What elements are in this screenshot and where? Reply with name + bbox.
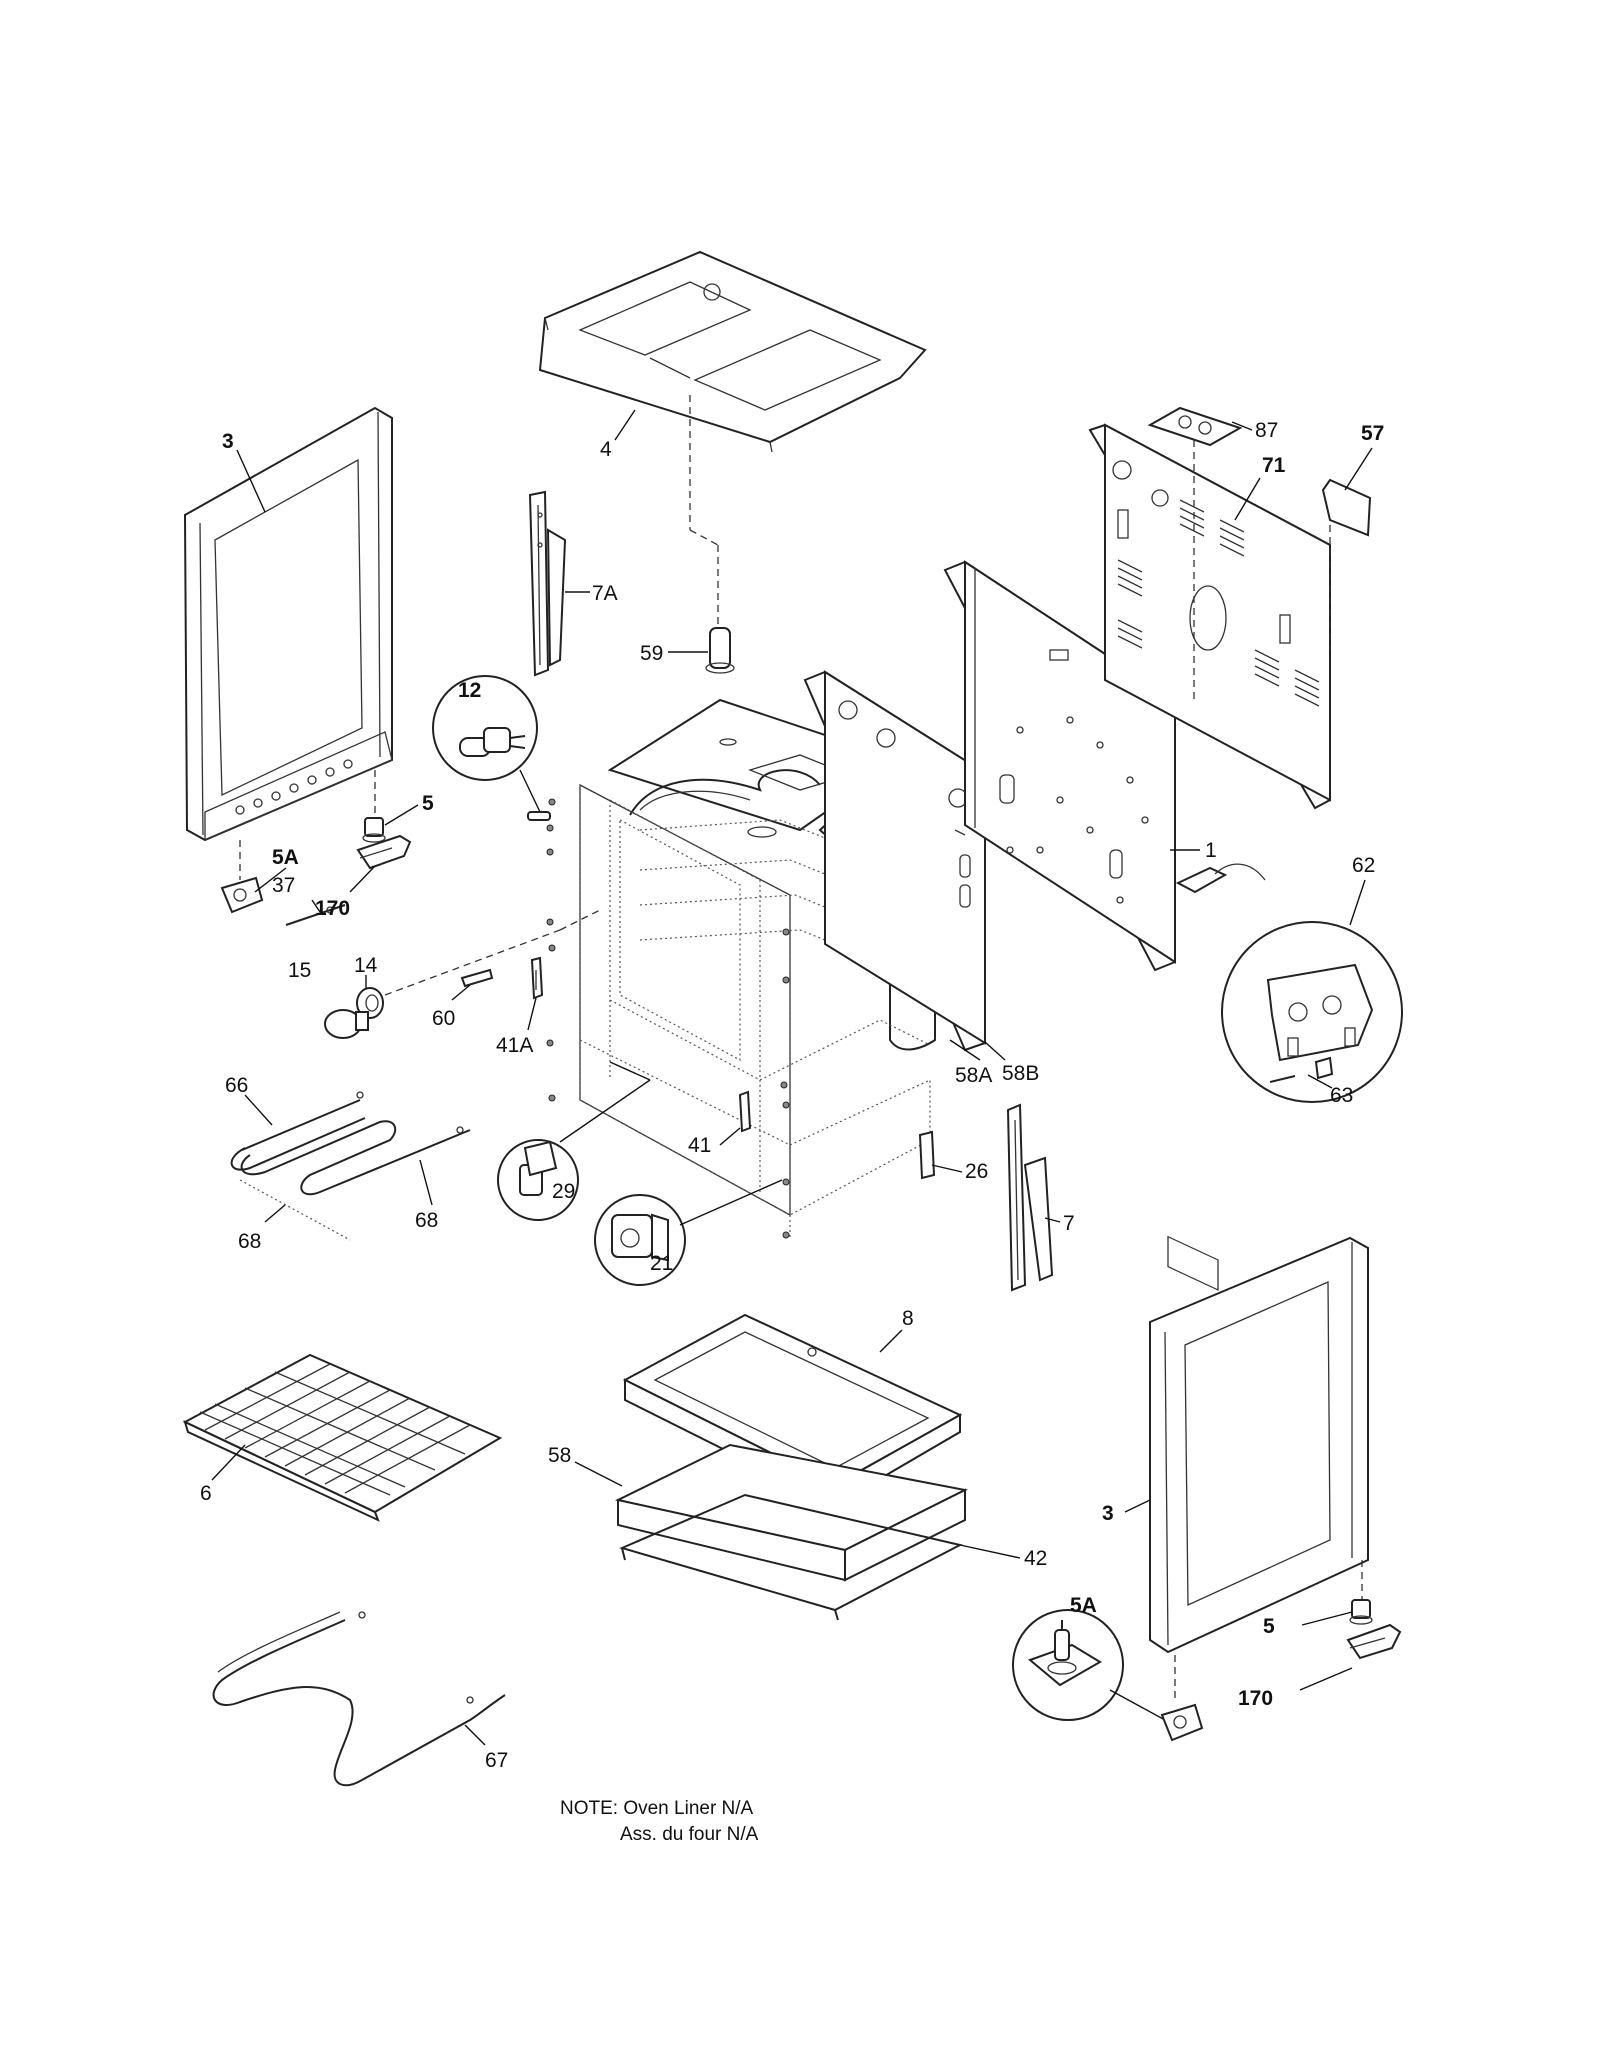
- callout-label: 5A: [1070, 1594, 1097, 1617]
- callout-label: 41: [688, 1134, 711, 1157]
- callout-label: 12: [458, 679, 481, 702]
- callout-label: 62: [1352, 854, 1375, 877]
- callout-label: 41A: [496, 1034, 533, 1057]
- bracket-41-part: [738, 1090, 752, 1133]
- bake-element-part: [230, 1091, 471, 1196]
- callout-label: 5: [1263, 1615, 1275, 1638]
- callout-label: 63: [1330, 1084, 1353, 1107]
- drawer-insulation-part: [614, 1443, 969, 1582]
- callout-label: 8: [902, 1307, 914, 1330]
- leveler-right-part: [1349, 1599, 1373, 1625]
- detail-circle-12: [432, 675, 538, 781]
- callout-label: 59: [640, 642, 663, 665]
- callout-label: 37: [272, 874, 295, 897]
- terminal-block-part: [1175, 863, 1266, 894]
- rear-cover-part: [1088, 423, 1331, 1291]
- leg-bracket-part: [220, 876, 264, 914]
- callout-label: 14: [354, 954, 378, 977]
- callout-label: 57: [1361, 422, 1384, 445]
- callout-label: 4: [600, 438, 612, 461]
- rack-support-right-part: [1006, 1103, 1054, 1292]
- callout-label: 58A: [955, 1064, 992, 1087]
- detail-circle-62: [1221, 921, 1403, 1103]
- callout-label: 170: [315, 897, 350, 920]
- detail-circle-21: [594, 1194, 686, 1286]
- detail-circle-5A: [1012, 1609, 1124, 1721]
- top-panel-part: [538, 250, 927, 453]
- detail-circle-29: [497, 1139, 579, 1221]
- callout-label: 58B: [1002, 1062, 1039, 1085]
- callout-label: 1: [1205, 839, 1217, 862]
- callout-label: 29: [552, 1180, 575, 1203]
- leg-bracket-right-part: [1160, 1703, 1204, 1742]
- rear-insulation-panel-part: [803, 670, 986, 1052]
- lamp-socket-part: [356, 987, 384, 1019]
- callout-label: 67: [485, 1749, 508, 1772]
- callout-label: 7A: [592, 582, 618, 605]
- callout-label: 15: [288, 959, 311, 982]
- callout-label: 68: [415, 1209, 438, 1232]
- callout-label: 66: [225, 1074, 248, 1097]
- broil-element-part: [212, 1611, 506, 1787]
- callout-label: 3: [222, 430, 234, 453]
- callout-label: 87: [1255, 419, 1278, 442]
- anti-tip-bracket-part: [285, 834, 412, 926]
- callout-label: 7: [1063, 1212, 1075, 1235]
- plate-part: [1321, 478, 1372, 537]
- left-side-panel-part: [183, 406, 393, 842]
- callout-label: 26: [965, 1160, 988, 1183]
- callout-label: 58: [548, 1444, 571, 1467]
- anti-tip-right-part: [1346, 1623, 1402, 1660]
- leveler-part: [362, 817, 386, 843]
- callout-label: 21: [650, 1252, 673, 1275]
- callout-label: 42: [1024, 1547, 1047, 1570]
- rack-support-left-part: [528, 490, 567, 677]
- callout-label: 5: [422, 792, 434, 815]
- note-line-2: Ass. du four N/A: [620, 1824, 759, 1845]
- callout-label: 68: [238, 1230, 261, 1253]
- callout-label: 170: [1238, 1687, 1273, 1710]
- light-bulb-part: [324, 1009, 369, 1039]
- right-side-panel-part: [1149, 1236, 1369, 1654]
- callout-label: 3: [1102, 1502, 1114, 1525]
- bracket-41A-part: [530, 956, 544, 1000]
- callout-label: 5A: [272, 846, 299, 869]
- gasket-part: [1147, 406, 1243, 447]
- callout-label: 60: [432, 1007, 455, 1030]
- bracket-60-part: [460, 968, 494, 988]
- pin-part: [527, 811, 551, 821]
- callout-label: 6: [200, 1482, 212, 1505]
- slide-bracket-part: [918, 1130, 936, 1180]
- callout-label: 71: [1262, 454, 1286, 477]
- note-line-1: NOTE: Oven Liner N/A: [560, 1798, 754, 1819]
- oven-rack-part: [182, 1353, 503, 1522]
